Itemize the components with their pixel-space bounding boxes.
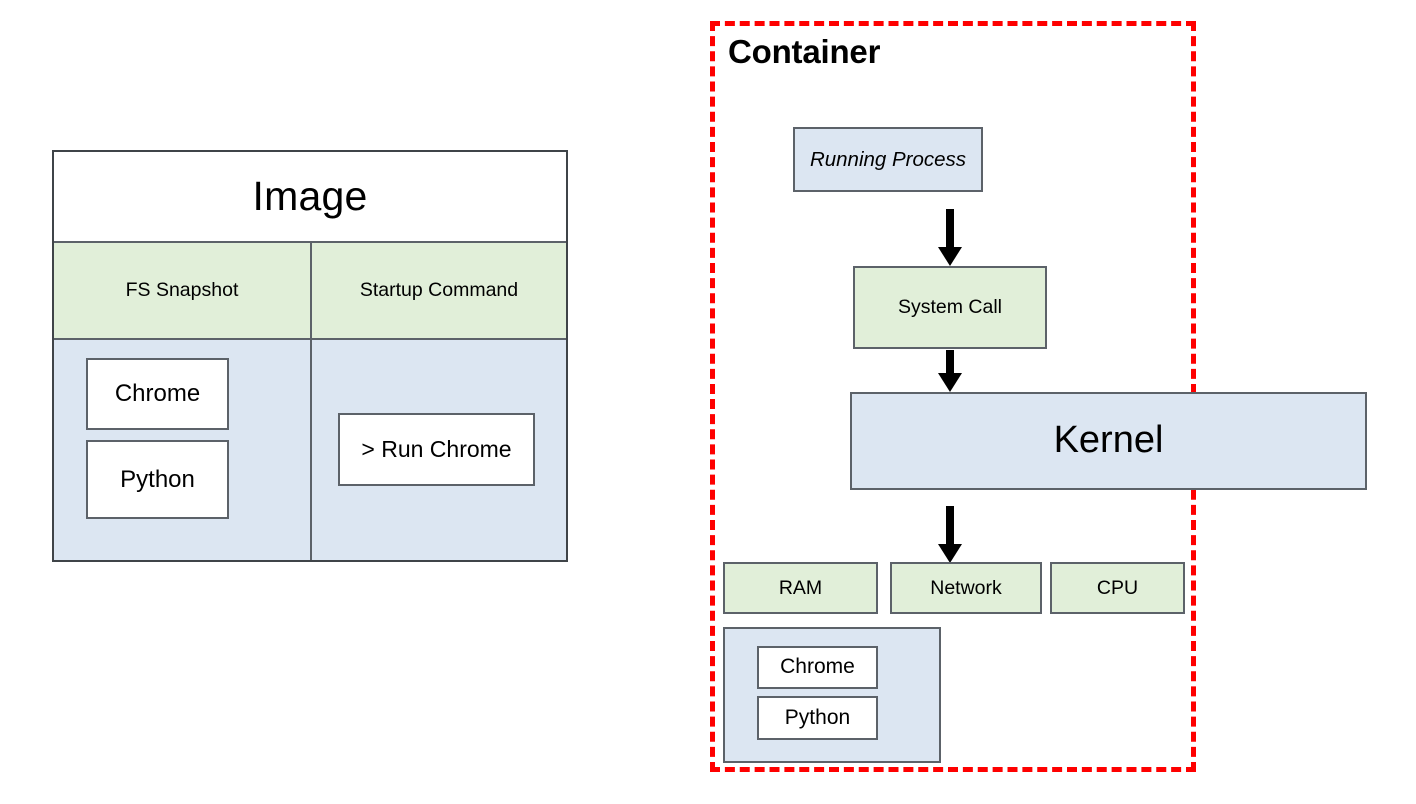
container-fs-item-chrome: Chrome xyxy=(757,646,878,689)
running-process-label: Running Process xyxy=(809,147,967,171)
system-call-box: System Call xyxy=(853,266,1047,349)
column-header-fs-snapshot-label: FS Snapshot xyxy=(125,279,239,301)
kernel-box: Kernel xyxy=(850,392,1367,490)
arrow-head xyxy=(938,373,962,392)
arrow-shaft xyxy=(946,350,954,375)
running-process-box: Running Process xyxy=(793,127,983,192)
resource-box-cpu-label: CPU xyxy=(1096,576,1139,599)
image-startup-command-label: > Run Chrome xyxy=(361,436,512,463)
resource-box-ram-label: RAM xyxy=(778,576,823,599)
image-fs-item-chrome-label: Chrome xyxy=(114,380,201,408)
resource-box-ram: RAM xyxy=(723,562,878,614)
resource-box-network: Network xyxy=(890,562,1042,614)
image-table-title-row: Image xyxy=(54,152,566,243)
image-fs-item-python: Python xyxy=(86,440,229,519)
column-header-fs-snapshot: FS Snapshot xyxy=(54,243,312,340)
system-call-label: System Call xyxy=(897,296,1003,319)
image-fs-item-python-label: Python xyxy=(120,465,195,493)
container-fs-item-python: Python xyxy=(757,696,878,740)
image-startup-command-box: > Run Chrome xyxy=(338,413,535,486)
column-header-startup-command: Startup Command xyxy=(312,243,566,340)
kernel-label: Kernel xyxy=(1053,419,1164,462)
image-fs-item-chrome: Chrome xyxy=(86,358,229,430)
resource-box-network-label: Network xyxy=(930,576,1002,599)
arrow-process-to-system-call xyxy=(938,209,962,266)
resource-box-cpu: CPU xyxy=(1050,562,1185,614)
image-table: Image FS Snapshot Startup Command xyxy=(52,150,568,562)
arrow-head xyxy=(938,247,962,266)
container-fs-item-python-label: Python xyxy=(784,705,851,729)
arrow-shaft xyxy=(946,209,954,249)
image-table-title: Image xyxy=(252,173,368,219)
arrow-system-call-to-kernel xyxy=(938,350,962,392)
container-fs-item-chrome-label: Chrome xyxy=(780,655,855,679)
container-title: Container xyxy=(728,33,881,70)
arrow-shaft xyxy=(946,506,954,546)
arrow-kernel-to-resources xyxy=(938,506,962,563)
arrow-head xyxy=(938,544,962,563)
column-header-startup-command-label: Startup Command xyxy=(359,279,519,301)
